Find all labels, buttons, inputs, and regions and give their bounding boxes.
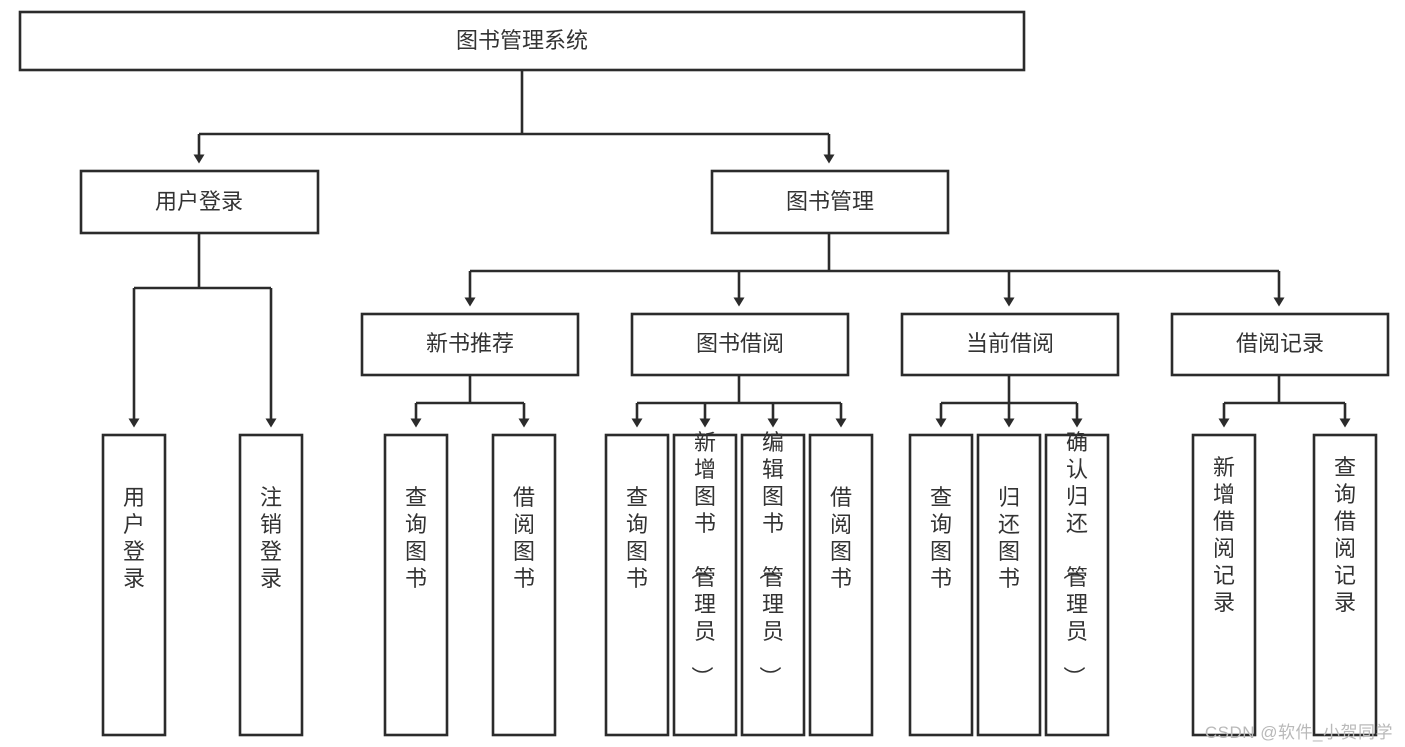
node-user-login[interactable]: 用户登录 — [79, 169, 320, 235]
node-book-management-label: 图书管理 — [786, 189, 874, 214]
leaf-label: 编辑图书（管理员） — [757, 430, 784, 688]
leaf-bookborrow-borrow[interactable]: 借阅图书 — [808, 433, 874, 737]
node-book-management-box[interactable] — [710, 169, 950, 235]
leaf-box[interactable] — [1312, 433, 1378, 737]
connector-currentborrow-to-leaves — [935, 375, 1083, 428]
leaf-box[interactable] — [101, 433, 167, 737]
node-root-system[interactable]: 图书管理系统 — [18, 10, 1026, 72]
connector-newbook-to-leaves — [410, 375, 530, 428]
leaf-label: 确认归还（管理员） — [1061, 430, 1088, 688]
node-root-label: 图书管理系统 — [456, 28, 588, 53]
connector-bookmgmt-to-level3 — [464, 233, 1285, 307]
connector-borrowrecord-to-leaves — [1218, 375, 1351, 428]
leaf-currentborrow-confirm[interactable]: 确认归还（管理员） — [1044, 430, 1110, 737]
csdn-watermark: CSDN @软件_小贺同学 — [1204, 723, 1393, 742]
node-new-book-recommend-label: 新书推荐 — [426, 331, 514, 356]
node-borrow-record-box[interactable] — [1170, 312, 1390, 377]
leaf-box[interactable] — [604, 433, 670, 737]
leaf-box[interactable] — [491, 433, 557, 737]
leaf-user-login-logout[interactable]: 注销登录 — [238, 433, 304, 737]
node-book-borrow-box[interactable] — [630, 312, 850, 377]
leaf-box[interactable] — [1191, 433, 1257, 737]
leaf-newbook-borrow[interactable]: 借阅图书 — [491, 433, 557, 737]
node-book-borrow[interactable]: 图书借阅 — [630, 312, 850, 377]
node-user-login-label: 用户登录 — [155, 189, 243, 214]
leaf-currentborrow-return[interactable]: 归还图书 — [976, 433, 1042, 737]
node-new-book-recommend[interactable]: 新书推荐 — [360, 312, 580, 377]
leaf-borrowrecord-add[interactable]: 新增借阅记录 — [1191, 433, 1257, 737]
node-user-login-box[interactable] — [79, 169, 320, 235]
node-borrow-record-label: 借阅记录 — [1236, 331, 1324, 356]
leaf-box[interactable] — [740, 433, 806, 737]
leaf-currentborrow-query[interactable]: 查询图书 — [908, 433, 974, 737]
leaf-label: 用户登录 — [123, 485, 145, 591]
leaf-bookborrow-query[interactable]: 查询图书 — [604, 433, 670, 737]
leaf-label: 新增图书（管理员） — [689, 430, 716, 688]
node-book-management[interactable]: 图书管理 — [710, 169, 950, 235]
leaf-label: 查询图书 — [405, 485, 427, 591]
connector-root-to-level2 — [193, 70, 835, 164]
leaf-borrowrecord-query[interactable]: 查询借阅记录 — [1312, 433, 1378, 737]
leaf-label: 查询图书 — [930, 485, 952, 591]
node-current-borrow-box[interactable] — [900, 312, 1120, 377]
node-current-borrow[interactable]: 当前借阅 — [900, 312, 1120, 377]
leaf-box[interactable] — [976, 433, 1042, 737]
connector-userlogin-to-leaves — [128, 233, 277, 428]
leaf-label: 查询借阅记录 — [1334, 455, 1356, 615]
leaf-box[interactable] — [808, 433, 874, 737]
leaf-label: 借阅图书 — [830, 485, 852, 591]
leaf-label: 新增借阅记录 — [1213, 455, 1235, 615]
leaf-bookborrow-add[interactable]: 新增图书（管理员） — [672, 430, 738, 737]
leaf-label: 借阅图书 — [513, 485, 535, 591]
leaf-box[interactable] — [908, 433, 974, 737]
leaf-box[interactable] — [1044, 433, 1110, 737]
leaf-bookborrow-edit[interactable]: 编辑图书（管理员） — [740, 430, 806, 737]
node-root-box[interactable] — [18, 10, 1026, 72]
leaf-newbook-query[interactable]: 查询图书 — [383, 433, 449, 737]
leaf-user-login-login[interactable]: 用户登录 — [101, 433, 167, 737]
leaf-label: 归还图书 — [998, 485, 1020, 591]
node-borrow-record[interactable]: 借阅记录 — [1170, 312, 1390, 377]
leaf-box[interactable] — [238, 433, 304, 737]
node-current-borrow-label: 当前借阅 — [966, 331, 1054, 356]
leaf-label: 注销登录 — [260, 485, 282, 591]
connector-bookborrow-to-leaves — [631, 375, 847, 428]
leaf-label: 查询图书 — [626, 485, 648, 591]
leaf-box[interactable] — [383, 433, 449, 737]
node-book-borrow-label: 图书借阅 — [696, 331, 784, 356]
leaf-box[interactable] — [672, 433, 738, 737]
node-new-book-recommend-box[interactable] — [360, 312, 580, 377]
